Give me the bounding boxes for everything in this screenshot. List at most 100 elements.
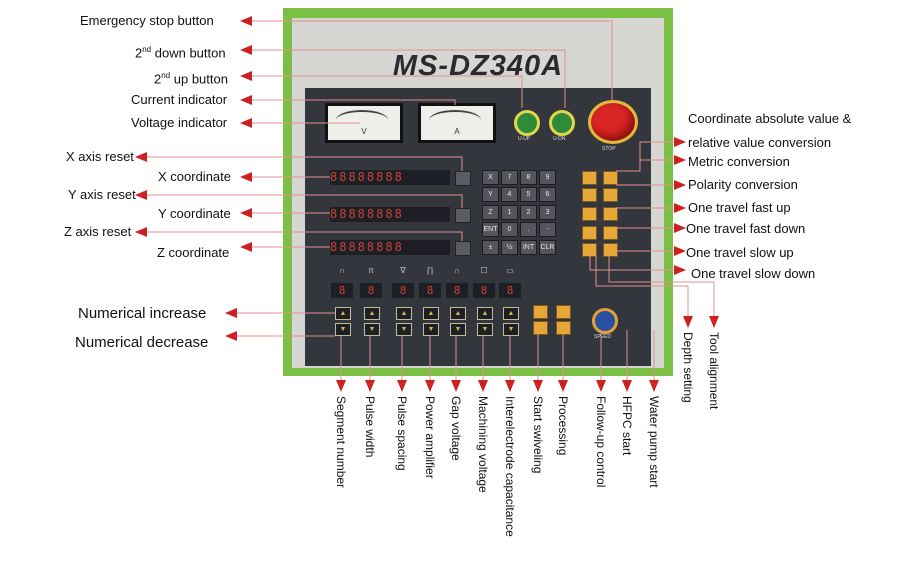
key-1[interactable]: 1 <box>501 205 518 220</box>
key-half[interactable]: ½ <box>501 240 518 255</box>
slow-down-key[interactable] <box>603 226 618 240</box>
label-z-coordinate: Z coordinate <box>157 245 230 260</box>
down-button-2[interactable] <box>549 110 575 136</box>
capacitance-decrease-button[interactable]: ▼ <box>503 323 519 336</box>
label-coord-conversion-1: Coordinate absolute value & <box>688 111 852 126</box>
fast-up-key[interactable] <box>582 207 597 221</box>
power-amplifier-display: 8 <box>419 283 441 298</box>
z-coordinate-display: 88888888 <box>330 240 450 255</box>
pulse-width-increase-button[interactable]: ▲ <box>364 307 380 320</box>
label-voltage-indicator: Voltage indicator <box>131 115 228 130</box>
pulse-width-display: 8 <box>360 283 382 298</box>
power-amplifier-increase-button[interactable]: ▲ <box>423 307 439 320</box>
start-swiveling-key[interactable] <box>533 305 548 319</box>
segment-increase-button[interactable]: ▲ <box>335 307 351 320</box>
segment-decrease-button[interactable]: ▼ <box>335 323 351 336</box>
label-x-reset: X axis reset <box>66 149 134 164</box>
segment-number-display: 8 <box>331 283 353 298</box>
power-amplifier-decrease-button[interactable]: ▼ <box>423 323 439 336</box>
pulse-width-decrease-button[interactable]: ▼ <box>364 323 380 336</box>
fast-down-key[interactable] <box>603 207 618 221</box>
label-y-reset: Y axis reset <box>68 187 136 202</box>
label-emergency-stop: Emergency stop button <box>80 13 214 28</box>
key-9[interactable]: 9 <box>539 170 556 185</box>
gap-voltage-decrease-button[interactable]: ▼ <box>450 323 466 336</box>
key-7[interactable]: 7 <box>501 170 518 185</box>
label-y-coordinate: Y coordinate <box>158 206 231 221</box>
key-2[interactable]: 2 <box>520 205 537 220</box>
key-x[interactable]: X <box>482 170 499 185</box>
x-reset-leader <box>145 156 463 171</box>
emergency-stop-leader <box>250 20 613 100</box>
speed-knob[interactable] <box>592 308 618 334</box>
key-minus[interactable]: - <box>539 222 556 237</box>
label-z-reset: Z axis reset <box>64 224 132 239</box>
pulse-width-glyph: π <box>368 266 374 275</box>
metric-conversion-key[interactable] <box>603 171 618 185</box>
machining-voltage-decrease-button[interactable]: ▼ <box>477 323 493 336</box>
capacitance-increase-button[interactable]: ▲ <box>503 307 519 320</box>
label-pulse-spacing: Pulse spacing <box>395 396 409 471</box>
label-interelectrode-capacitance: Interelectrode capacitance <box>503 396 517 537</box>
key-y[interactable]: Y <box>482 187 499 202</box>
key-plusminus[interactable]: ± <box>482 240 499 255</box>
label-current-indicator: Current indicator <box>131 92 228 107</box>
z-reset-leader <box>145 231 463 241</box>
polarity-conversion-key[interactable] <box>582 188 597 202</box>
key-3[interactable]: 3 <box>539 205 556 220</box>
label-pulse-width: Pulse width <box>363 396 377 458</box>
x-coordinate-display: 88888888 <box>330 170 450 185</box>
capacitance-glyph: ▭ <box>506 266 514 275</box>
label-start-swiveling: Start swiveling <box>531 396 545 474</box>
key-clr[interactable]: CLR <box>539 240 556 255</box>
machining-voltage-glyph: ☐ <box>480 266 488 275</box>
pulse-spacing-glyph: ∇ <box>400 266 406 275</box>
z-reset-button[interactable] <box>455 241 471 256</box>
coordinate-conversion-key[interactable] <box>582 171 597 185</box>
slow-up-key[interactable] <box>582 226 597 240</box>
key-6[interactable]: 6 <box>539 187 556 202</box>
label-polarity-conversion: Polarity conversion <box>688 177 798 192</box>
up-button-2[interactable] <box>514 110 540 136</box>
knob-caption: SPEED <box>594 334 611 340</box>
x-reset-button[interactable] <box>455 171 471 186</box>
coord-conv-leader <box>616 141 680 172</box>
key-5[interactable]: 5 <box>520 187 537 202</box>
key-dot[interactable]: . <box>520 222 537 237</box>
key-8[interactable]: 8 <box>520 170 537 185</box>
key-int[interactable]: INT <box>520 240 537 255</box>
machining-voltage-display: 8 <box>473 283 495 298</box>
key-z[interactable]: Z <box>482 205 499 220</box>
key-0[interactable]: 0 <box>501 222 518 237</box>
gap-voltage-increase-button[interactable]: ▲ <box>450 307 466 320</box>
label-fast-up: One travel fast up <box>688 200 791 215</box>
machining-voltage-increase-button[interactable]: ▲ <box>477 307 493 320</box>
key-ent[interactable]: ENT <box>482 222 499 237</box>
pulse-spacing-decrease-button[interactable]: ▼ <box>396 323 412 336</box>
y-reset-button[interactable] <box>455 208 471 223</box>
key-4[interactable]: 4 <box>501 187 518 202</box>
emergency-stop-button[interactable] <box>588 100 638 144</box>
gap-voltage-glyph: ∩ <box>454 266 460 275</box>
label-tool-alignment: Tool alignment <box>707 332 721 410</box>
model-name: MS-DZ340A <box>392 50 564 82</box>
slow-down-leader <box>589 256 680 271</box>
label-2nd-down: 2nd down button <box>135 45 226 61</box>
segment-glyph: ∩ <box>339 266 345 275</box>
pulse-spacing-increase-button[interactable]: ▲ <box>396 307 412 320</box>
gap-voltage-display: 8 <box>446 283 468 298</box>
down-button-leader <box>250 49 566 108</box>
capacitance-display: 8 <box>499 283 521 298</box>
follow-up-control-key[interactable] <box>533 321 548 335</box>
label-fast-down: One travel fast down <box>686 221 806 236</box>
label-metric-conversion: Metric conversion <box>688 154 790 169</box>
tool-alignment-key[interactable] <box>603 243 618 257</box>
label-machining-voltage: Machining voltage <box>476 396 490 493</box>
current-leader <box>250 99 456 105</box>
polarity-key-2[interactable] <box>603 188 618 202</box>
label-numerical-decrease: Numerical decrease <box>75 334 209 351</box>
processing-key[interactable] <box>556 305 571 319</box>
y-coordinate-display: 88888888 <box>330 207 450 222</box>
label-gap-voltage: Gap voltage <box>449 396 463 461</box>
